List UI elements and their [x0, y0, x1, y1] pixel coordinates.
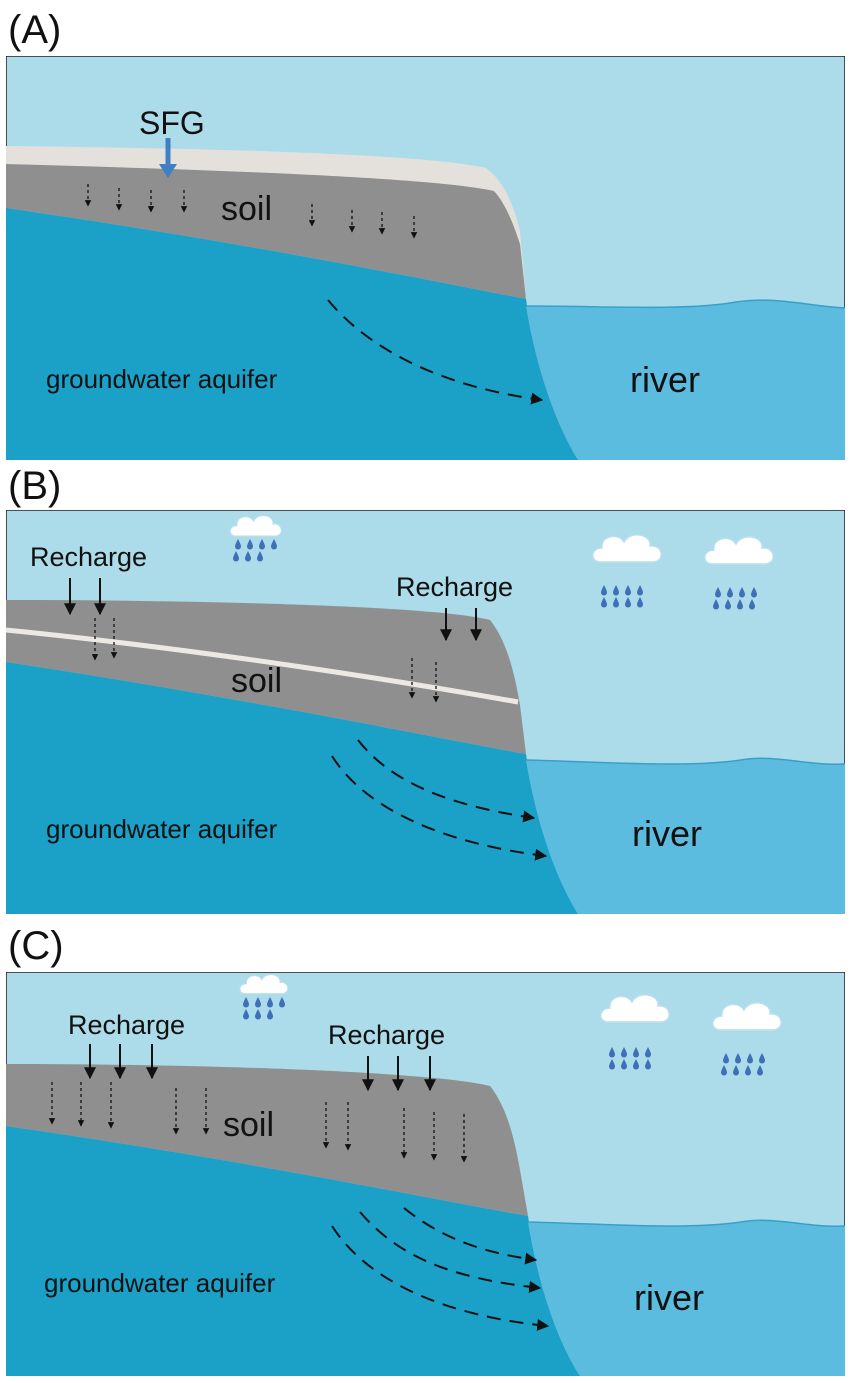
- panel-a-diagram: SFG soil groundwater aquifer river: [6, 56, 845, 460]
- groundwater-flow-arrow: [357, 739, 536, 823]
- recharge-arrows: [84, 1044, 436, 1092]
- recharge-label-right: Recharge: [328, 1020, 445, 1050]
- infiltration-arrows: [48, 1082, 468, 1163]
- soil-layer: [6, 164, 526, 299]
- panel-b: Recharge Recharge soil groundwater aquif…: [6, 510, 845, 914]
- aquifer-label: groundwater aquifer: [46, 814, 278, 844]
- recharge-label-left: Recharge: [68, 1010, 185, 1040]
- infiltration-arrows: [91, 618, 440, 703]
- infiltration-arrows: [84, 184, 418, 239]
- recharge-label-right: Recharge: [396, 572, 513, 602]
- groundwater-flow-arrow: [327, 299, 544, 405]
- river-label: river: [630, 359, 700, 400]
- panel-b-diagram: Recharge Recharge soil groundwater aquif…: [6, 510, 845, 914]
- panel-a-label: (A): [8, 8, 62, 52]
- river: [526, 758, 845, 914]
- panel-b-label: (B): [8, 464, 62, 508]
- soil-label: soil: [223, 1106, 274, 1144]
- aquifer-layer: [6, 1126, 580, 1376]
- aquifer-label: groundwater aquifer: [46, 364, 278, 394]
- panel-c: Recharge Recharge soil groundwater a: [6, 972, 845, 1376]
- soil-layer: [6, 600, 526, 754]
- panel-c-diagram: Recharge Recharge soil groundwater a: [6, 972, 845, 1376]
- groundwater-flow-arrow: [403, 1207, 538, 1265]
- soil-layer: [6, 1064, 528, 1216]
- river-label: river: [634, 1277, 704, 1318]
- groundwater-flow-arrow: [359, 1211, 542, 1293]
- aquifer-layer: [6, 208, 578, 460]
- frozen-ground-band: [6, 627, 519, 705]
- groundwater-flow-arrow: [331, 755, 548, 861]
- panel-a: SFG soil groundwater aquifer river: [6, 56, 845, 460]
- soil-label: soil: [221, 190, 272, 228]
- recharge-label-left: Recharge: [30, 542, 147, 572]
- soil-label: soil: [231, 662, 282, 700]
- river: [526, 300, 845, 460]
- groundwater-flow-arrow: [331, 1225, 550, 1331]
- recharge-arrows: [64, 578, 482, 642]
- panel-c-label: (C): [8, 924, 64, 968]
- sfg-label: SFG: [139, 105, 205, 141]
- river: [528, 1220, 845, 1376]
- aquifer-label: groundwater aquifer: [44, 1268, 276, 1298]
- river-label: river: [632, 813, 702, 854]
- aquifer-layer: [6, 662, 578, 914]
